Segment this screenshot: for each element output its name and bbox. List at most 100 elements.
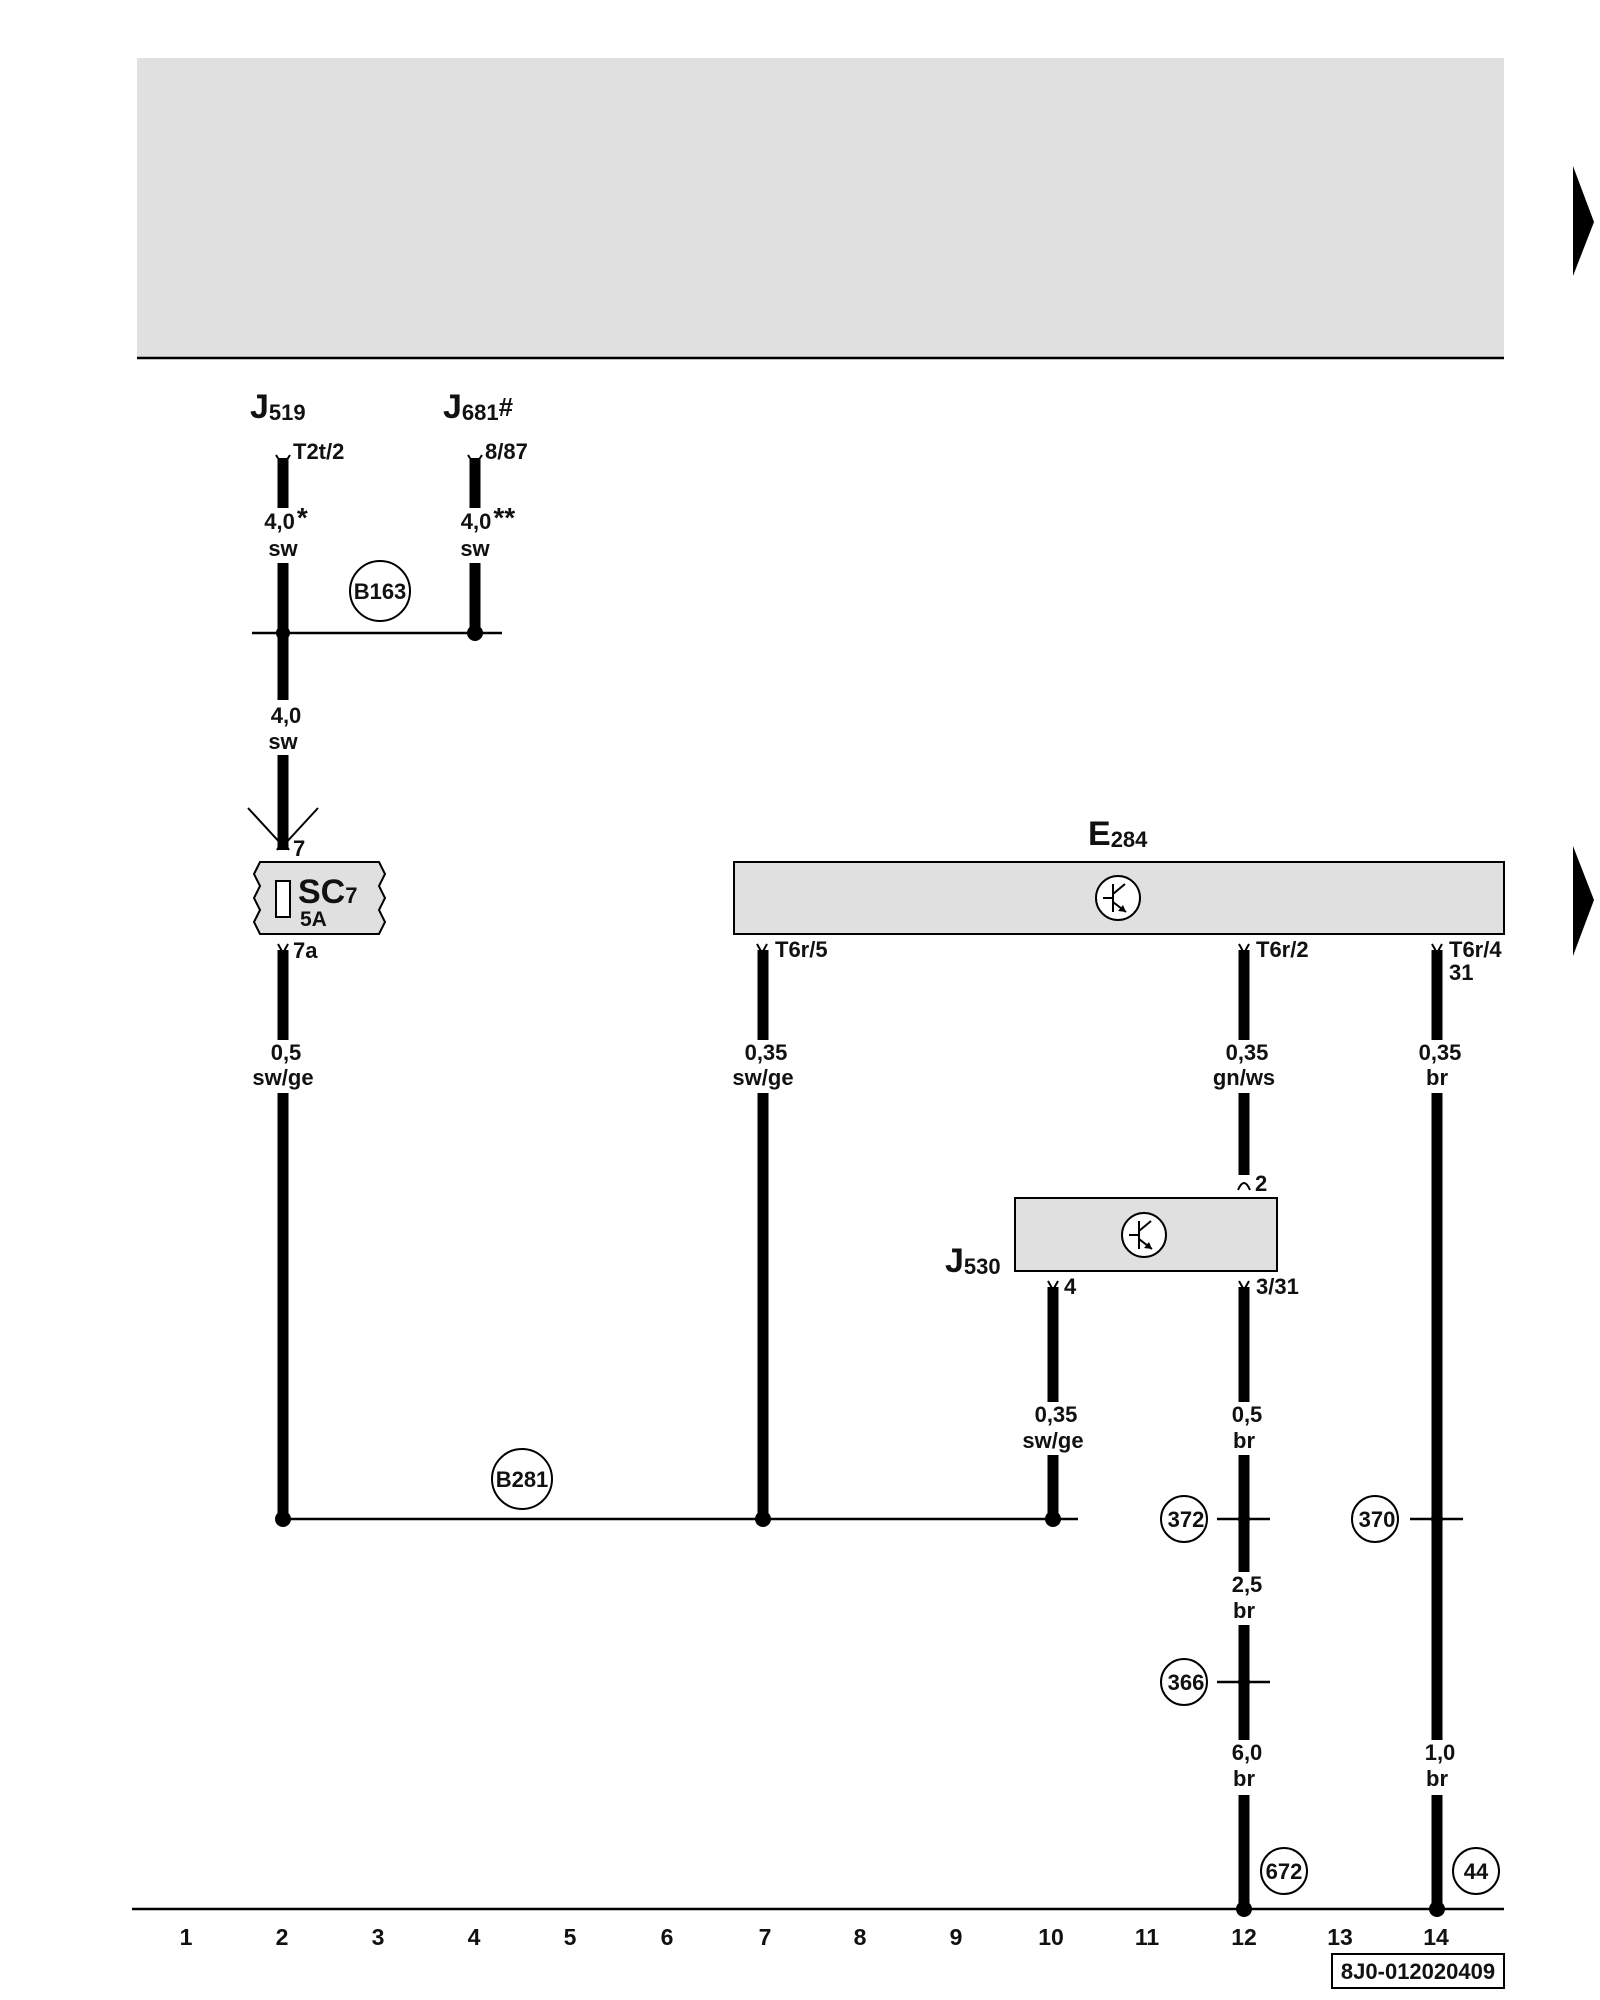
svg-text:sw/ge: sw/ge	[252, 1065, 313, 1090]
svg-text:gn/ws: gn/ws	[1213, 1065, 1275, 1090]
ref-label-672: 672	[1266, 1859, 1303, 1884]
sc7-pin-top: 7	[293, 836, 305, 861]
transistor-icon	[1095, 875, 1141, 921]
svg-text:4,0**: 4,0**	[461, 502, 515, 534]
junction-dot	[1238, 1513, 1250, 1525]
column-number: 10	[1038, 1924, 1064, 1950]
diagram-code: 8J0-012020409	[1341, 1959, 1495, 1984]
column-number: 12	[1231, 1924, 1257, 1950]
ref-label-b281: B281	[496, 1467, 549, 1492]
junction-dot	[275, 1511, 291, 1527]
wire-label-w10: 2,5 br	[1232, 1572, 1263, 1623]
svg-text:0,5: 0,5	[1232, 1402, 1263, 1427]
column-number: 4	[468, 1924, 481, 1950]
column-number: 8	[854, 1924, 867, 1950]
e284-pin-b: T6r/2	[1256, 937, 1309, 962]
ref-circle-366[interactable]	[1160, 1658, 1208, 1706]
ref-label-44: 44	[1464, 1859, 1489, 1884]
ref-label-372: 372	[1168, 1507, 1205, 1532]
ref-circle-370[interactable]	[1351, 1495, 1399, 1543]
wire-label-w4: 0,5 sw/ge	[252, 1040, 313, 1090]
column-number: 5	[564, 1924, 577, 1950]
svg-text:0,35: 0,35	[745, 1040, 788, 1065]
j681-pin: 8/87	[485, 439, 528, 464]
svg-text:4,0*: 4,0*	[264, 502, 308, 534]
svg-text:J519: J519	[250, 388, 306, 426]
sc7-pin-bottom: 7a	[293, 938, 318, 963]
svg-text:0,35: 0,35	[1419, 1040, 1462, 1065]
svg-text:0,5: 0,5	[271, 1040, 302, 1065]
column-number: 3	[372, 1924, 385, 1950]
svg-text:br: br	[1233, 1598, 1255, 1623]
diagram-code-box	[1331, 1953, 1505, 1989]
junction-dot	[1429, 1901, 1445, 1917]
wire-label-w12: 1,0 br	[1425, 1740, 1456, 1791]
ref-circle-b281[interactable]	[491, 1448, 553, 1510]
wire-label-w9: 0,5 br	[1232, 1402, 1263, 1453]
wire-label-w3: 4,0 sw	[268, 703, 301, 754]
j530-label: J530	[945, 1242, 1001, 1280]
svg-text:br: br	[1426, 1766, 1448, 1791]
svg-text:br: br	[1426, 1065, 1448, 1090]
ref-circle-372[interactable]	[1160, 1495, 1208, 1543]
column-number: 2	[276, 1924, 289, 1950]
wire-label-w1: 4,0* sw	[264, 502, 308, 561]
svg-text:1,0: 1,0	[1425, 1740, 1456, 1765]
connector-arc-icon	[276, 843, 290, 851]
svg-text:sw: sw	[268, 729, 298, 754]
e284-pin-c-terminal: 31	[1449, 960, 1473, 985]
svg-text:sw/ge: sw/ge	[1022, 1428, 1083, 1453]
svg-text:sw/ge: sw/ge	[732, 1065, 793, 1090]
fuse-icon	[275, 880, 291, 918]
junction-dot	[467, 625, 483, 641]
e284-label: E284	[1088, 815, 1148, 853]
junction-dot	[1236, 1901, 1252, 1917]
header-panel	[137, 58, 1504, 358]
column-number: 1	[180, 1924, 193, 1950]
wire-label-w6: 0,35 gn/ws	[1213, 1040, 1275, 1090]
svg-text:0,35: 0,35	[1035, 1402, 1078, 1427]
continue-arrow-middle-icon[interactable]	[1573, 846, 1594, 956]
svg-text:4,0: 4,0	[271, 703, 302, 728]
ref-label-b163: B163	[354, 579, 407, 604]
svg-text:br: br	[1233, 1766, 1255, 1791]
wire-label-w8: 0,35 sw/ge	[1022, 1402, 1083, 1453]
e284-pin-a: T6r/5	[775, 937, 828, 962]
ref-circle-44[interactable]	[1452, 1847, 1500, 1895]
svg-text:6,0: 6,0	[1232, 1740, 1263, 1765]
splice-line	[282, 807, 319, 847]
junction-dot	[276, 626, 290, 640]
ref-label-370: 370	[1359, 1507, 1396, 1532]
junction-dot	[1045, 1511, 1061, 1527]
column-number: 6	[661, 1924, 674, 1950]
wire-label-w11: 6,0 br	[1232, 1740, 1263, 1791]
svg-text:sw: sw	[268, 536, 298, 561]
ref-label-366: 366	[1168, 1670, 1205, 1695]
column-number: 9	[950, 1924, 963, 1950]
j519-label: J519	[250, 388, 306, 426]
j530-pin-left: 4	[1064, 1274, 1077, 1299]
column-number: 7	[759, 1924, 772, 1950]
sc7-name: SC7	[298, 873, 357, 911]
connector-arc-icon	[1237, 1182, 1251, 1191]
continue-arrow-top-icon[interactable]	[1573, 166, 1594, 276]
splice-line	[247, 807, 284, 847]
ref-circle-b163[interactable]	[349, 560, 411, 622]
ref-circle-672[interactable]	[1260, 1847, 1308, 1895]
j519-pin: T2t/2	[293, 439, 344, 464]
column-number: 14	[1423, 1924, 1449, 1950]
column-number: 11	[1135, 1924, 1160, 1950]
j681-label: J681#	[443, 388, 514, 426]
column-number: 13	[1327, 1924, 1353, 1950]
junction-dot	[755, 1511, 771, 1527]
svg-text:sw: sw	[460, 536, 490, 561]
e284-pin-c: T6r/4	[1449, 937, 1502, 962]
svg-text:2,5: 2,5	[1232, 1572, 1263, 1597]
wire-label-w7: 0,35 br	[1419, 1040, 1462, 1090]
wire-label-w2: 4,0** sw	[460, 502, 515, 561]
svg-text:J681#: J681#	[443, 388, 514, 426]
sc7-rating: 5A	[300, 908, 327, 931]
j530-pin-right: 3/31	[1256, 1274, 1299, 1299]
